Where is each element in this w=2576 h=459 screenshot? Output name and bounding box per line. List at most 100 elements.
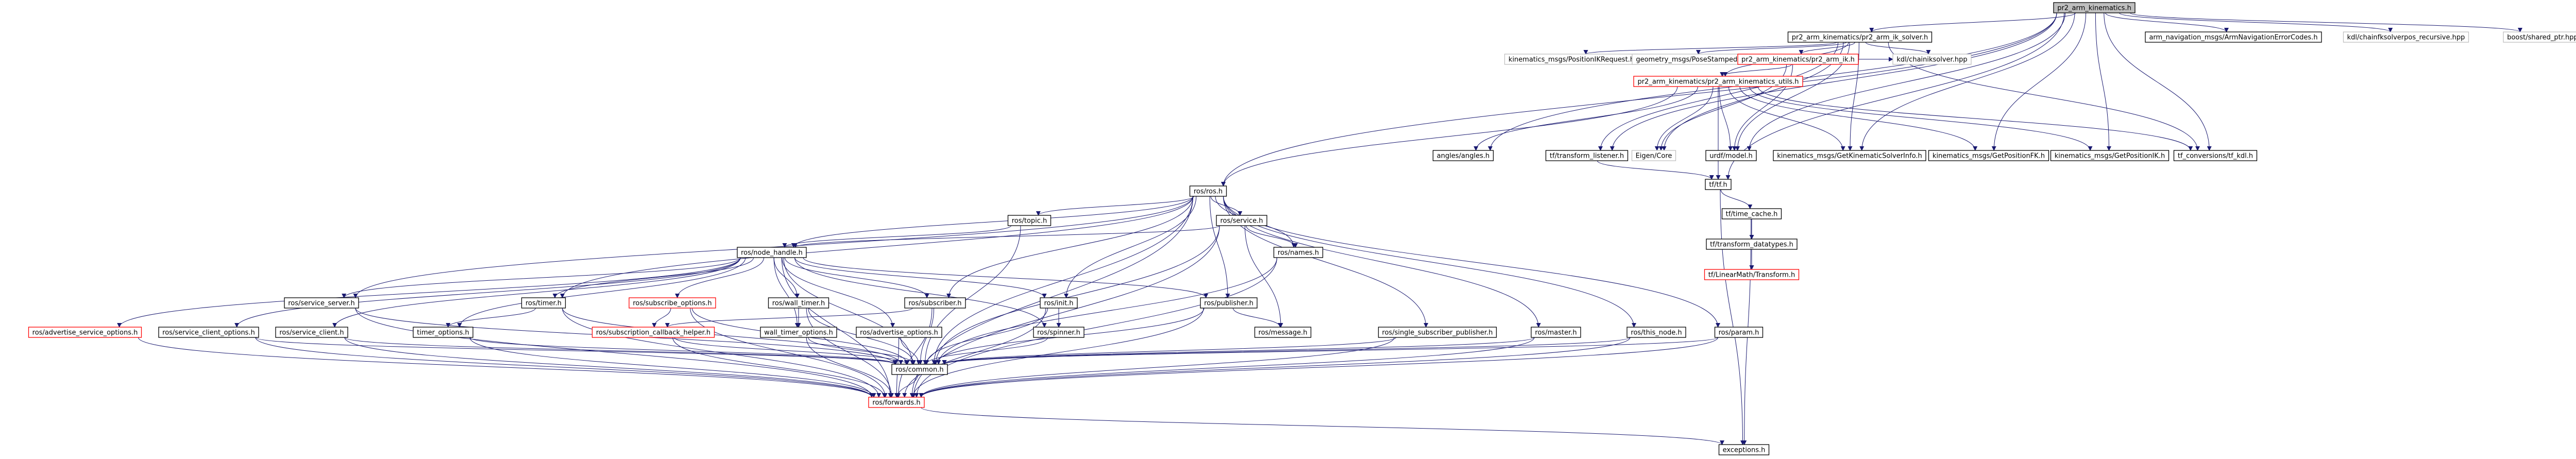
- node-forwards[interactable]: ros/forwards.h: [868, 397, 925, 408]
- edge-ik_solver-to-kdl_chainiksolver: [1865, 42, 1931, 55]
- node-tf-listener[interactable]: tf/transform_listener.h: [1545, 150, 1629, 161]
- node-timer[interactable]: ros/timer.h: [521, 297, 566, 309]
- node-tf-conv[interactable]: tf_conversions/tf_kdl.h: [2173, 150, 2258, 161]
- node-wall-timer[interactable]: ros/wall_timer.h: [768, 297, 829, 309]
- node-box: [1704, 269, 1800, 280]
- node-label: ros/names.h: [1278, 249, 1319, 257]
- node-box: [1254, 327, 1312, 338]
- edge-ik_solver-to-pos_ik_req: [1583, 42, 1837, 55]
- node-label: ros/service_client.h: [279, 329, 344, 337]
- node-box: [284, 297, 359, 309]
- node-arm-nav[interactable]: arm_navigation_msgs/ArmNavigationErrorCo…: [2145, 31, 2322, 43]
- node-time-cache[interactable]: tf/time_cache.h: [1721, 208, 1782, 219]
- edge-ik_solver-to-ik_h: [1799, 42, 1855, 55]
- edge-subscribe_options-to-forwards: [690, 308, 888, 398]
- edge-root-to-urdf: [1747, 12, 2066, 151]
- edge-root-to-get_pos_fk: [1991, 12, 2087, 151]
- edge-ros-to-forwards: [909, 196, 1193, 398]
- edge-root-to-tf_listener: [1609, 12, 2057, 151]
- node-transform-datatypes[interactable]: tf/transform_datatypes.h: [1706, 239, 1798, 250]
- node-box: [1545, 150, 1629, 161]
- node-exceptions[interactable]: exceptions.h: [1718, 444, 1770, 455]
- node-common[interactable]: ros/common.h: [891, 364, 948, 375]
- node-box: [1705, 150, 1757, 161]
- node-label: ros/subscriber.h: [908, 300, 961, 308]
- edge-utils-to-urdf: [1719, 86, 1733, 151]
- node-label: ros/common.h: [895, 366, 943, 374]
- node-box: [1892, 54, 1972, 65]
- edge-init-to-forwards: [902, 308, 1046, 398]
- edges-layer: [117, 12, 2522, 445]
- node-angles[interactable]: angles/angles.h: [1432, 150, 1494, 161]
- node-advertise-options[interactable]: ros/advertise_options.h: [856, 327, 942, 338]
- node-publisher[interactable]: ros/publisher.h: [1200, 297, 1258, 309]
- node-single-sub-pub[interactable]: ros/single_subscriber_publisher.h: [1378, 327, 1497, 338]
- node-label: kdl/chainfksolverpos_recursive.hpp: [2347, 34, 2465, 42]
- node-utils[interactable]: pr2_arm_kinematics/pr2_arm_kinematics_ut…: [1633, 76, 1803, 87]
- edge-wall_timer_options-to-common: [808, 337, 916, 365]
- edge-subscriber-to-sub_callback_helper: [665, 308, 913, 328]
- node-param[interactable]: ros/param.h: [1714, 327, 1764, 338]
- edge-root-to-ik_solver: [1869, 12, 2076, 32]
- edge-service_client_options-to-forwards: [255, 337, 874, 398]
- node-urdf[interactable]: urdf/model.h: [1705, 150, 1757, 161]
- node-get-pos-fk[interactable]: kinematics_msgs/GetPositionFK.h: [1928, 150, 2049, 161]
- edge-tf_h-to-exceptions: [1720, 189, 1745, 445]
- node-spinner[interactable]: ros/spinner.h: [1033, 327, 1084, 338]
- edge-node_handle-to-adv_service_options: [117, 257, 741, 328]
- node-subscriber[interactable]: ros/subscriber.h: [904, 297, 966, 309]
- node-label: ros/topic.h: [1012, 217, 1047, 225]
- node-label: arm_navigation_msgs/ArmNavigationErrorCo…: [2149, 34, 2317, 42]
- node-box: [413, 327, 473, 338]
- node-get-kin-info[interactable]: kinematics_msgs/GetKinematicSolverInfo.h: [1773, 150, 1926, 161]
- node-master[interactable]: ros/master.h: [1531, 327, 1581, 338]
- node-node-handle[interactable]: ros/node_handle.h: [737, 247, 807, 258]
- edge-timer_options-to-common: [469, 337, 898, 365]
- edge-utils-to-ros: [1221, 86, 1678, 186]
- node-box: [1531, 327, 1581, 338]
- edge-publisher-to-message: [1232, 308, 1283, 328]
- edge-service_client_options-to-common: [255, 337, 897, 365]
- node-adv-service-options[interactable]: ros/advertise_service_options.h: [28, 327, 142, 338]
- node-sub-callback-helper[interactable]: ros/subscription_callback_helper.h: [591, 327, 715, 338]
- node-rosservice[interactable]: ros/service.h: [1216, 215, 1267, 226]
- node-box: [1626, 327, 1686, 338]
- edge-node_handle-to-timer: [552, 257, 754, 298]
- node-ik-h[interactable]: pr2_arm_kinematics/pr2_arm_ik.h: [1737, 54, 1859, 65]
- node-tf-h[interactable]: tf/tf.h: [1705, 179, 1732, 190]
- node-message[interactable]: ros/message.h: [1254, 327, 1312, 338]
- node-ros[interactable]: ros/ros.h: [1189, 185, 1227, 197]
- node-pos-ik-req: kinematics_msgs/PositionIKRequest.h: [1504, 54, 1639, 65]
- node-box: [521, 297, 566, 309]
- node-box: [158, 327, 259, 338]
- node-get-pos-ik[interactable]: kinematics_msgs/GetPositionIK.h: [2050, 150, 2170, 161]
- edge-timer-to-timer_options: [446, 308, 536, 328]
- node-label: exceptions.h: [1723, 447, 1766, 454]
- node-names[interactable]: ros/names.h: [1273, 247, 1324, 258]
- node-wall-timer-options[interactable]: wall_timer_options.h: [760, 327, 837, 338]
- node-subscribe-options[interactable]: ros/subscribe_options.h: [629, 297, 716, 309]
- node-rostopic[interactable]: ros/topic.h: [1007, 215, 1052, 226]
- node-label: tf_conversions/tf_kdl.h: [2178, 152, 2253, 160]
- node-label: angles/angles.h: [1437, 152, 1489, 160]
- node-ik-solver[interactable]: pr2_arm_kinematics/pr2_arm_ik_solver.h: [1787, 31, 1933, 43]
- node-root[interactable]: pr2_arm_kinematics.h: [2053, 2, 2136, 13]
- edge-init-to-common: [924, 308, 1048, 365]
- node-label: ros/init.h: [1044, 300, 1073, 308]
- edge-node_handle-to-publisher: [803, 257, 1208, 298]
- node-box: [2173, 150, 2258, 161]
- node-init[interactable]: ros/init.h: [1040, 297, 1078, 309]
- node-linearmath[interactable]: tf/LinearMath/Transform.h: [1704, 269, 1800, 280]
- edge-node_handle-to-spinner: [794, 257, 1047, 328]
- node-service-server[interactable]: ros/service_server.h: [284, 297, 359, 309]
- node-service-client-options[interactable]: ros/service_client_options.h: [158, 327, 259, 338]
- edge-root-to-ros: [1221, 12, 2057, 186]
- node-this-node[interactable]: ros/this_node.h: [1626, 327, 1686, 338]
- node-label: pr2_arm_kinematics.h: [2057, 5, 2131, 12]
- nodes-layer: pr2_arm_kinematics.h pr2_arm_kinematics/p…: [28, 2, 2576, 455]
- node-timer-options[interactable]: timer_options.h: [413, 327, 473, 338]
- node-service-client[interactable]: ros/service_client.h: [275, 327, 348, 338]
- node-box: [1928, 150, 2049, 161]
- edge-this_node-to-forwards: [919, 337, 1631, 398]
- node-box: [856, 327, 942, 338]
